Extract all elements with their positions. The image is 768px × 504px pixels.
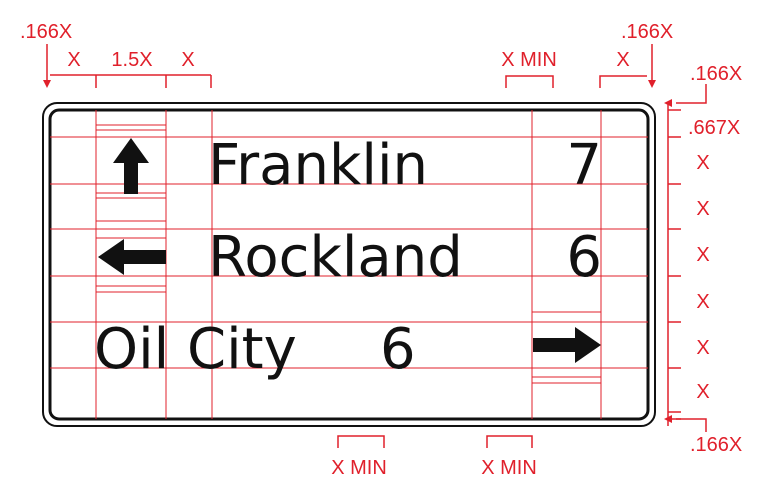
distance-franklin: 7 (566, 133, 602, 198)
dim-right-row-2: X (696, 198, 709, 220)
right-dim-bottom-arrow (664, 415, 672, 423)
sign-inner-border (48, 108, 650, 421)
dim-top-left-col2: 1.5X (111, 49, 152, 71)
dim-right-row-4: X (696, 291, 709, 313)
bottom-dimension (337, 435, 533, 448)
top-left-dimension (43, 44, 212, 88)
dim-right-top-edge: .166X (690, 63, 742, 85)
dim-top-right-gap: X MIN (501, 49, 557, 71)
up-arrow-icon (113, 138, 149, 194)
dim-top-right-edge: .166X (621, 21, 673, 43)
dim-top-left-edge: .166X (20, 21, 72, 43)
distance-oil-city: 6 (380, 317, 416, 382)
top-right-dimension (505, 44, 656, 88)
right-dimension (667, 84, 707, 432)
right-dim-top-arrow (664, 99, 672, 107)
dim-right-row-5: X (696, 337, 709, 359)
dim-bottom-gap-left: X MIN (331, 457, 387, 479)
left-arrow-icon (98, 239, 166, 275)
dim-right-row-1: X (696, 152, 709, 174)
right-arrow-icon (533, 327, 601, 363)
layout-grid (50, 110, 648, 419)
dim-top-left-col1: X (67, 49, 80, 71)
destination-franklin: Franklin (208, 133, 428, 198)
dim-right-first: .667X (688, 117, 740, 139)
dim-right-row-6: X (696, 381, 709, 403)
dim-right-bottom-edge: .166X (690, 434, 742, 456)
distance-rockland: 6 (566, 225, 602, 290)
dim-top-right-col: X (616, 49, 629, 71)
dim-bottom-gap-right: X MIN (481, 457, 537, 479)
dim-right-row-3: X (696, 244, 709, 266)
dim-top-left-col3: X (181, 49, 194, 71)
destination-oil-city: Oil City (94, 317, 297, 382)
destination-rockland: Rockland (208, 225, 463, 290)
